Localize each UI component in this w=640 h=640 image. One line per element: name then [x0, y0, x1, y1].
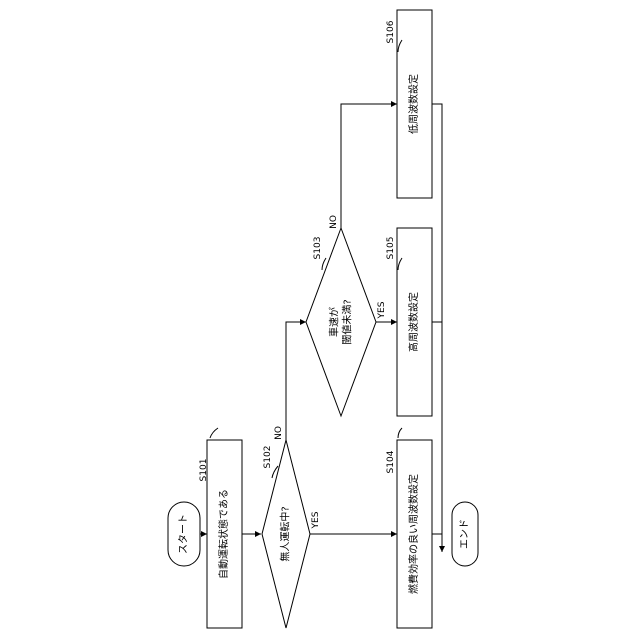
- s101-text: 自動運転状態である: [217, 489, 230, 579]
- start-label: スタート: [178, 514, 190, 554]
- s102-id: S102: [263, 446, 273, 469]
- start-terminal: スタート: [168, 502, 200, 566]
- step-s101: 自動運転状態である S101: [199, 428, 242, 628]
- end-terminal: エンド: [452, 502, 478, 566]
- s104-leader: [398, 428, 402, 438]
- s103-text-line1: 車速が: [328, 307, 341, 337]
- s105-text: 高周波数設定: [407, 292, 420, 352]
- s103-yes-label: YES: [377, 301, 387, 319]
- step-s102: 無人運転中? S102 NO YES: [262, 426, 321, 628]
- s106-id: S106: [386, 20, 396, 43]
- arrow-s103-no-to-s106: [341, 104, 397, 228]
- line-s106-exit: [432, 104, 442, 322]
- step-s103: 車速が 閾値未満? S103 NO YES: [306, 215, 387, 416]
- s102-text: 無人運転中?: [279, 506, 292, 561]
- step-s104: 燃費効率の良い周波数設定 S104: [386, 428, 432, 628]
- s106-text: 低周波数設定: [407, 74, 420, 134]
- end-label: エンド: [460, 519, 471, 549]
- s102-yes-label: YES: [311, 511, 321, 529]
- s104-id: S104: [386, 450, 396, 473]
- s101-id: S101: [199, 459, 209, 482]
- s103-no-label: NO: [329, 215, 339, 229]
- s101-leader: [210, 428, 218, 438]
- s105-id: S105: [386, 237, 396, 260]
- s102-no-label: NO: [274, 426, 284, 440]
- s103-text-line2: 閾値未満?: [341, 299, 354, 344]
- s104-text: 燃費効率の良い周波数設定: [407, 474, 420, 594]
- s103-id: S103: [313, 237, 323, 260]
- arrow-s102-no-to-s103: [286, 322, 306, 440]
